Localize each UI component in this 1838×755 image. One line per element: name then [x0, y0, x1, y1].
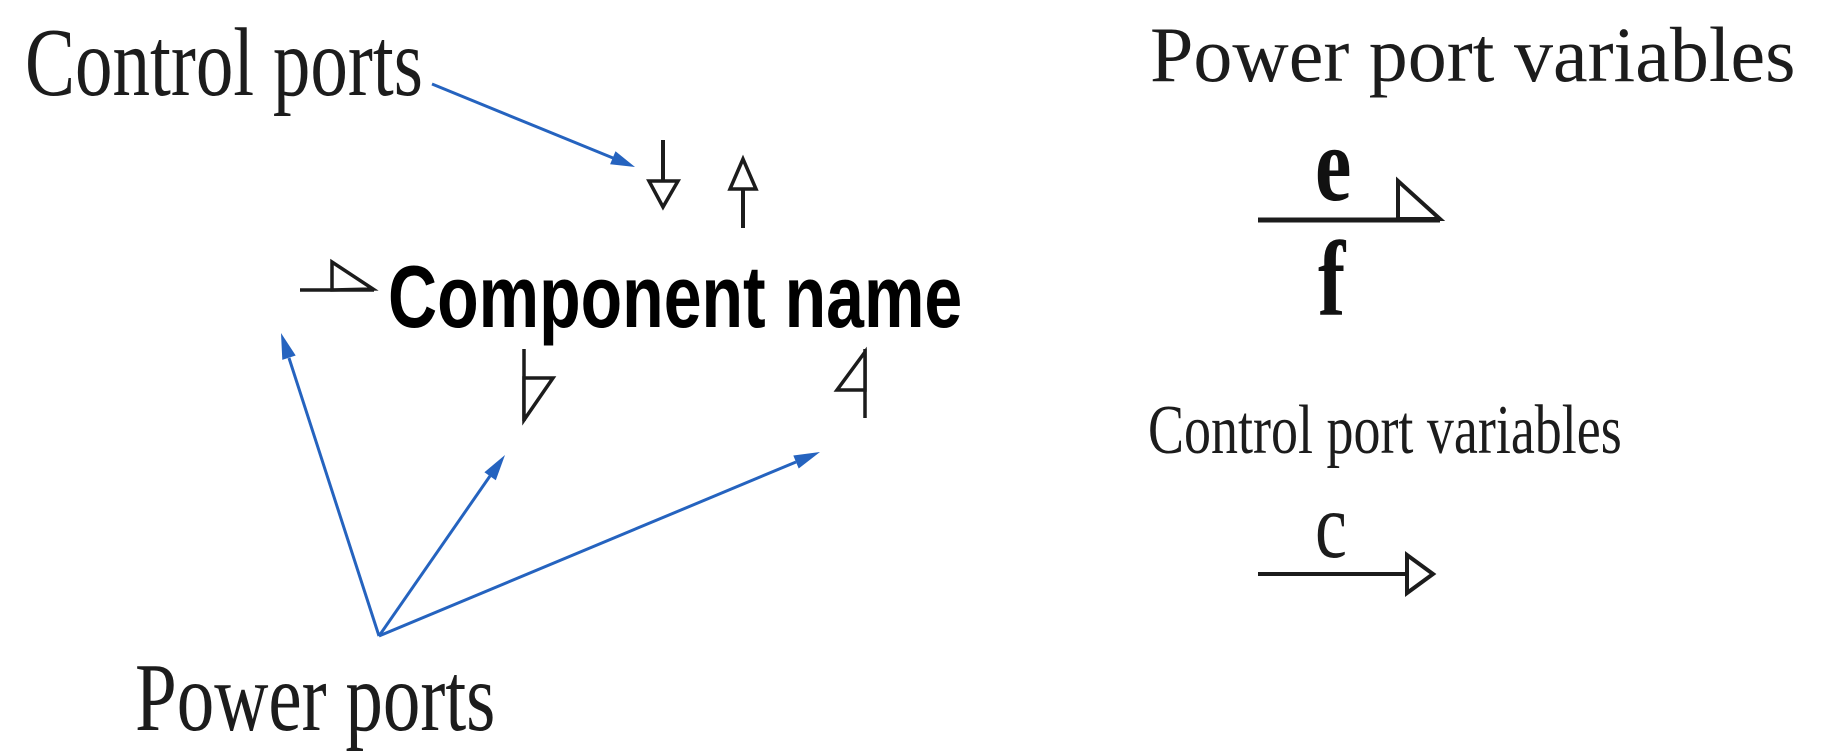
control-ports-label: Control ports [25, 8, 423, 117]
control-variable-label: c [1315, 475, 1347, 578]
callout-arrowhead-icon [793, 452, 820, 469]
callout-arrowhead-icon [281, 333, 296, 360]
callout-line [378, 460, 797, 638]
control-port-variables-heading: Control port variables [1148, 390, 1622, 468]
power-bond-harpoon-icon [1258, 176, 1446, 223]
callout-line [287, 357, 381, 637]
callout-arrowhead-icon [610, 151, 635, 167]
callout-arrowhead-icon [484, 455, 505, 481]
flow-variable-label: f [1318, 220, 1346, 339]
up-open-arrowhead-icon [727, 154, 759, 191]
power-port-left-harpoon-icon [300, 258, 379, 292]
down-open-arrowhead-icon [646, 179, 682, 211]
control-input-arrow-icon [646, 140, 682, 211]
control-output-arrow-icon [727, 154, 759, 228]
power-port-variables-heading: Power port variables [1150, 11, 1795, 98]
power-ports-label: Power ports [135, 643, 495, 752]
effort-variable-label: e [1315, 105, 1351, 224]
callout-line [377, 475, 492, 637]
power-port-bottom-right-flag-icon [833, 346, 867, 418]
power-ports-callout-arrows [281, 333, 820, 638]
control-ports-callout-arrow [431, 82, 635, 167]
control-bond-arrow-icon [1258, 551, 1437, 597]
power-port-bottom-left-flag-icon [522, 349, 557, 426]
component-name-label: Component name [388, 247, 962, 346]
callout-line [431, 82, 614, 160]
